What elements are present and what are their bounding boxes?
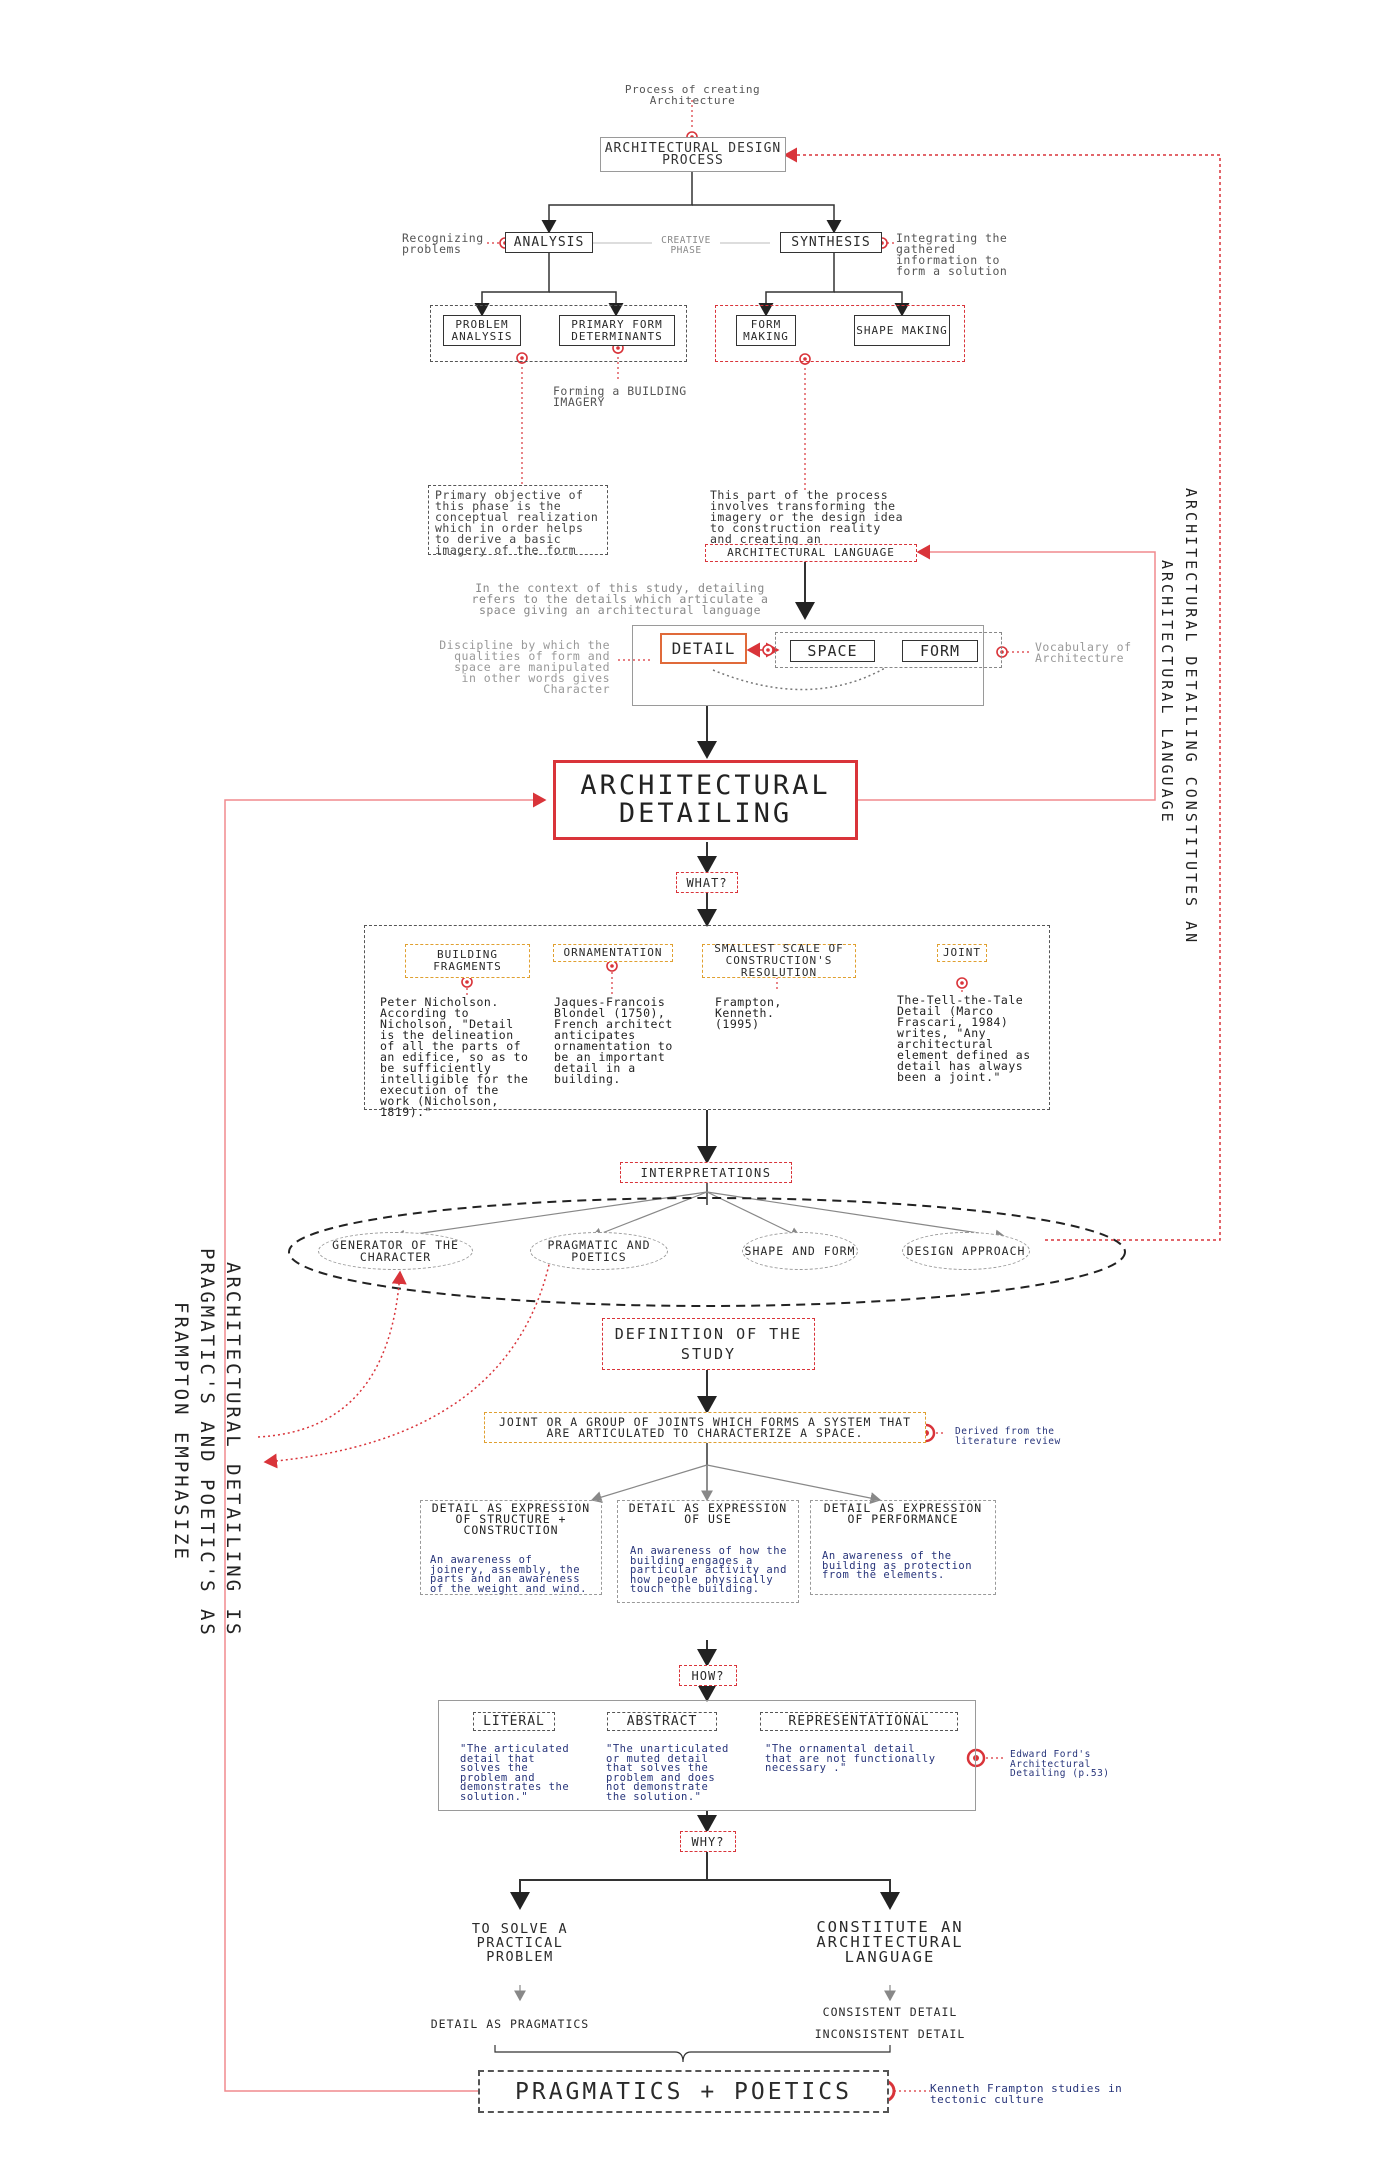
- what-text-building-fragments: Peter Nicholson. According to Nicholson,…: [380, 995, 529, 1119]
- problem-analysis-box: PROBLEM ANALYSIS: [443, 315, 521, 346]
- left-vertical-text-1: ARCHITECTURAL DETAILING IS: [222, 1262, 244, 1638]
- derived-note: Derived from the literature review: [955, 1426, 1061, 1447]
- detail-group: [632, 625, 984, 706]
- forming-imagery-note: Forming a BUILDING IMAGERY: [553, 384, 687, 409]
- why-label: WHY?: [680, 1831, 736, 1852]
- left-vertical-text-3: FRAMPTON EMPHASIZE: [170, 1302, 192, 1562]
- detail-as-pragmatics: DETAIL AS PRAGMATICS: [430, 2017, 590, 2031]
- expression-use-box: [617, 1500, 799, 1603]
- how-title-abstract: ABSTRACT: [607, 1712, 717, 1731]
- what-title-smallest-scale: SMALLEST SCALE OF CONSTRUCTION'S RESOLUT…: [702, 943, 856, 979]
- expression-use-title: DETAIL AS EXPRESSION OF USE: [628, 1501, 788, 1526]
- what-title-joint: JOINT: [937, 944, 987, 962]
- expression-performance-title: DETAIL AS EXPRESSION OF PERFORMANCE: [823, 1501, 983, 1526]
- primary-form-box: PRIMARY FORM DETERMINANTS: [559, 315, 675, 346]
- design-process-box: ARCHITECTURAL DESIGN PROCESS: [600, 137, 786, 172]
- discipline-note: Discipline by which the qualities of for…: [439, 638, 610, 696]
- how-label: HOW?: [679, 1665, 737, 1686]
- right-vertical-text-1: ARCHITECTURAL DETAILING CONSTITUTES AN: [1182, 488, 1200, 946]
- consistent-detail: CONSISTENT DETAIL: [822, 2005, 958, 2019]
- interpretations-ellipse: [288, 1197, 1126, 1307]
- what-text-smallest-scale: Frampton, Kenneth. (1995): [715, 995, 782, 1031]
- how-title-representational: REPRESENTATIONAL: [760, 1712, 958, 1731]
- form-box: FORM: [902, 640, 978, 662]
- expression-structure-box: [420, 1500, 602, 1595]
- definition-box: DEFINITION OF THE STUDY: [602, 1318, 815, 1370]
- expression-structure-title: DETAIL AS EXPRESSION OF STRUCTURE + CONS…: [431, 1501, 591, 1537]
- interp-design-approach: DESIGN APPROACH: [902, 1232, 1030, 1270]
- frampton-note: Kenneth Frampton studies in tectonic cul…: [930, 2082, 1123, 2106]
- interp-pragmatic: PRAGMATIC AND POETICS: [530, 1232, 668, 1270]
- interpretations-label: INTERPRETATIONS: [620, 1162, 792, 1183]
- interp-shape-form: SHAPE AND FORM: [742, 1232, 858, 1270]
- space-box: SPACE: [790, 640, 875, 662]
- expression-performance-text: An awareness of the building as protecti…: [822, 1550, 973, 1581]
- arch-language-box: ARCHITECTURAL LANGUAGE: [705, 544, 917, 562]
- expression-use-text: An awareness of how the building engages…: [630, 1545, 787, 1595]
- integrating-note: Integrating the gathered information to …: [896, 231, 1008, 278]
- solve-problem: TO SOLVE A PRACTICAL PROBLEM: [471, 1921, 569, 1965]
- what-text-joint: The-Tell-the-Tale Detail (Marco Frascari…: [897, 993, 1031, 1084]
- what-text-ornamentation: Jaques-Francois Blondel (1750), French a…: [554, 995, 673, 1086]
- expression-structure-text: An awareness of joinery, assembly, the p…: [430, 1554, 587, 1595]
- creative-phase-label: CREATIVE PHASE: [652, 236, 720, 255]
- right-vertical-text-2: ARCHITECTURAL LANGUAGE: [1158, 560, 1176, 825]
- detail-box: DETAIL: [660, 633, 747, 664]
- recognizing-note: Recognizing problems: [402, 231, 484, 256]
- context-note: In the context of this study, detailing …: [471, 581, 769, 617]
- interp-generator: GENERATOR OF THE CHARACTER: [318, 1232, 473, 1270]
- space-form-group: [775, 632, 1002, 668]
- analysis-group: [430, 305, 687, 362]
- ford-note: Edward Ford's Architectural Detailing (p…: [1010, 1749, 1110, 1779]
- pragmatics-poetics-box: PRAGMATICS + POETICS: [478, 2070, 889, 2113]
- inconsistent-detail: INCONSISTENT DETAIL: [814, 2027, 966, 2041]
- arch-detailing-box: ARCHITECTURAL DETAILING: [553, 760, 858, 840]
- this-part-note: This part of the process involves transf…: [710, 488, 904, 546]
- how-group: [438, 1700, 976, 1811]
- constitute-language: CONSTITUTE AN ARCHITECTURAL LANGUAGE: [816, 1918, 964, 1966]
- how-text-literal: "The articulated detail that solves the …: [460, 1743, 570, 1803]
- left-vertical-text-2: PRAGMATIC'S AND POETIC'S AS: [196, 1248, 218, 1638]
- synthesis-group: [715, 305, 965, 362]
- analysis-box: ANALYSIS: [505, 232, 593, 253]
- how-text-representational: "The ornamental detail that are not func…: [765, 1743, 936, 1774]
- what-title-ornamentation: ORNAMENTATION: [553, 944, 673, 962]
- form-making-box: FORM MAKING: [736, 315, 796, 346]
- expression-performance-box: [810, 1500, 996, 1595]
- primary-objective-box: Primary objective of this phase is the c…: [428, 485, 608, 556]
- vocabulary-note: Vocabulary of Architecture: [1035, 640, 1132, 665]
- header-note: Process of creating Architecture: [624, 83, 761, 107]
- what-group: [364, 925, 1050, 1110]
- what-title-building-fragments: BUILDING FRAGMENTS: [405, 944, 530, 978]
- joint-definition-box: JOINT OR A GROUP OF JOINTS WHICH FORMS A…: [484, 1412, 926, 1443]
- synthesis-box: SYNTHESIS: [780, 232, 882, 253]
- how-title-literal: LITERAL: [473, 1712, 555, 1731]
- how-text-abstract: "The unarticulated or muted detail that …: [606, 1743, 729, 1803]
- what-label: WHAT?: [676, 872, 738, 893]
- shape-making-box: SHAPE MAKING: [854, 315, 950, 346]
